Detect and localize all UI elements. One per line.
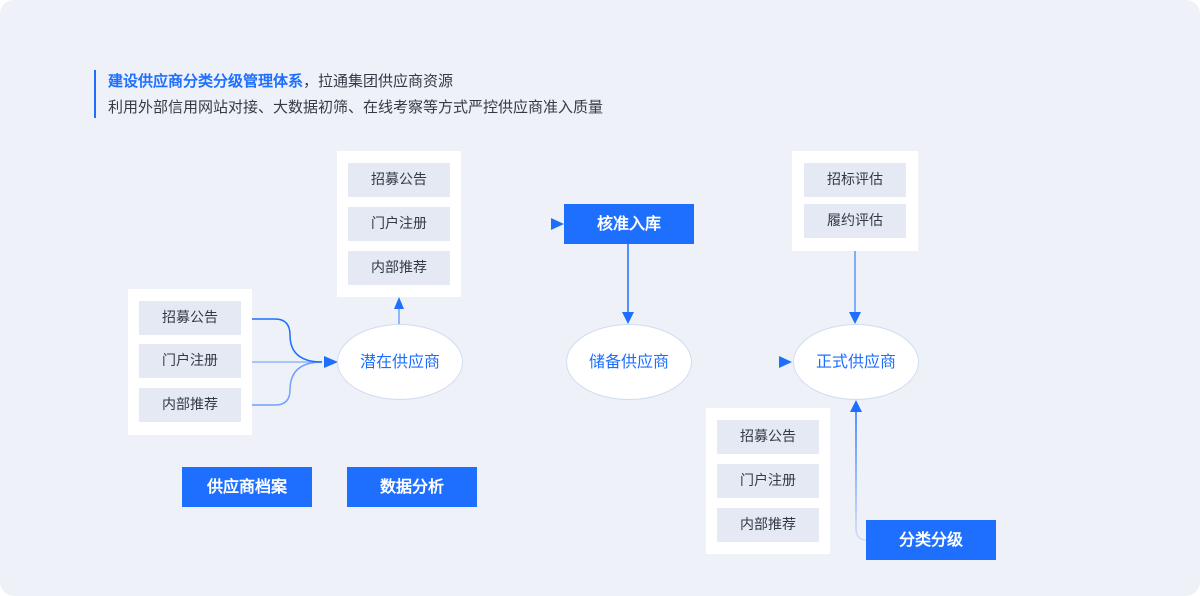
left-chip-referral[interactable]: 内部推荐 bbox=[139, 388, 241, 422]
node-approve-storage[interactable]: 核准入库 bbox=[564, 204, 694, 244]
evaluation-panel: 招标评估 履约评估 bbox=[792, 151, 918, 251]
bottom-chip-referral[interactable]: 内部推荐 bbox=[717, 508, 819, 542]
arrowhead-approve bbox=[551, 218, 564, 230]
top-chip-recruit[interactable]: 招募公告 bbox=[348, 163, 450, 197]
bottom-chip-portal[interactable]: 门户注册 bbox=[717, 464, 819, 498]
node-reserve-supplier[interactable]: 储备供应商 bbox=[566, 324, 692, 400]
arrowhead-left bbox=[324, 356, 338, 368]
left-chip-recruit[interactable]: 招募公告 bbox=[139, 301, 241, 335]
bottom-source-panel: 招募公告 门户注册 内部推荐 bbox=[706, 408, 830, 554]
supplier-archive-button[interactable]: 供应商档案 bbox=[182, 467, 312, 507]
intro-line-1-rest: ，拉通集团供应商资源 bbox=[303, 72, 454, 90]
node-classification[interactable]: 分类分级 bbox=[866, 520, 996, 560]
arrowhead-formal bbox=[779, 356, 792, 368]
arrowhead-potential-up bbox=[394, 297, 404, 309]
connector-classify-up bbox=[855, 410, 867, 541]
bottom-chip-recruit[interactable]: 招募公告 bbox=[717, 420, 819, 454]
left-chip-portal[interactable]: 门户注册 bbox=[139, 344, 241, 378]
arrowhead-classify bbox=[850, 400, 862, 412]
intro-line-1: 建设供应商分类分级管理体系，拉通集团供应商资源 bbox=[108, 70, 603, 92]
top-chip-referral[interactable]: 内部推荐 bbox=[348, 251, 450, 285]
arrowhead-reserve bbox=[622, 312, 634, 324]
node-formal-supplier[interactable]: 正式供应商 bbox=[793, 324, 919, 400]
intro-block: 建设供应商分类分级管理体系，拉通集团供应商资源 利用外部信用网站对接、大数据初筛… bbox=[94, 70, 603, 118]
left-source-panel: 招募公告 门户注册 内部推荐 bbox=[128, 289, 252, 435]
chip-performance-evaluation[interactable]: 履约评估 bbox=[804, 204, 906, 238]
top-source-panel: 招募公告 门户注册 内部推荐 bbox=[337, 151, 461, 297]
arrowhead-eval bbox=[849, 312, 861, 324]
data-analysis-button[interactable]: 数据分析 bbox=[347, 467, 477, 507]
connector-left-1 bbox=[243, 318, 323, 363]
node-potential-supplier[interactable]: 潜在供应商 bbox=[337, 324, 463, 400]
intro-line-2: 利用外部信用网站对接、大数据初筛、在线考察等方式严控供应商准入质量 bbox=[108, 98, 604, 116]
connector-left-3 bbox=[243, 361, 323, 406]
intro-highlight: 建设供应商分类分级管理体系 bbox=[108, 72, 304, 90]
top-chip-portal[interactable]: 门户注册 bbox=[348, 207, 450, 241]
chip-bid-evaluation[interactable]: 招标评估 bbox=[804, 163, 906, 197]
